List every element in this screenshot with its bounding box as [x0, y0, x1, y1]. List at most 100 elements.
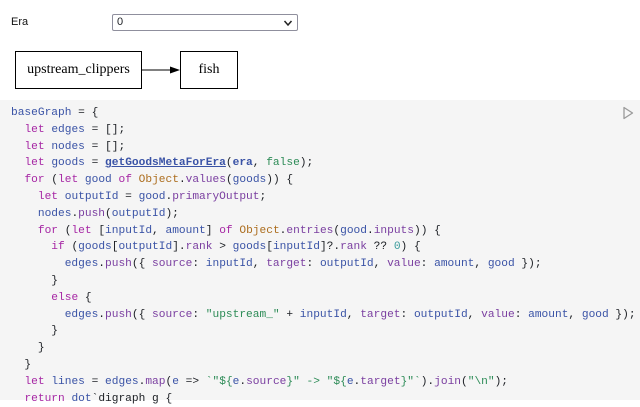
code-token [11, 124, 24, 136]
code-token: . [366, 224, 374, 237]
code-token: amount [165, 224, 206, 237]
code-token: rank [185, 241, 213, 254]
code-token [11, 174, 24, 186]
code-token: inputId [299, 308, 347, 321]
code-line: baseGraph = { [11, 105, 636, 122]
code-token [11, 157, 24, 169]
code-token: }"` [400, 375, 421, 388]
code-token: edges [64, 308, 99, 321]
code-token: , [252, 157, 267, 170]
code-token: "\n" [467, 375, 495, 388]
code-cell[interactable]: baseGraph = { let edges = []; let nodes … [0, 100, 640, 405]
code-token: . [98, 308, 106, 321]
code-token: inputId [105, 224, 153, 237]
code-token: : [420, 258, 435, 271]
code-token: e [232, 375, 240, 388]
code-token: good [581, 308, 609, 321]
code-token: for [37, 224, 59, 237]
code-token: inputId [272, 241, 320, 254]
code-token: Object [138, 174, 179, 187]
code-token: of [118, 174, 132, 187]
code-token: : [192, 308, 206, 321]
code-token: good [340, 224, 367, 237]
code-token: goods [51, 157, 85, 170]
dependency-graph: upstream_clippers fish [0, 44, 640, 100]
code-token: let [24, 140, 45, 153]
code-token [11, 376, 24, 388]
code-token: else [51, 291, 79, 304]
code-token: join [434, 375, 462, 388]
code-token [11, 258, 65, 270]
code-token [78, 174, 85, 186]
code-token: , [568, 308, 582, 321]
code-editor[interactable]: baseGraph = { let edges = []; let nodes … [11, 105, 636, 407]
code-token [132, 174, 139, 186]
code-line: } [11, 273, 636, 290]
code-token: ?? [366, 241, 394, 254]
code-token: = [118, 190, 139, 203]
code-token: . [98, 258, 106, 271]
code-token: goods [78, 241, 112, 254]
code-token: ( [461, 375, 468, 388]
code-token: e [172, 375, 179, 388]
run-cell-icon[interactable] [622, 106, 634, 120]
code-token: let [24, 157, 45, 170]
code-token: lines [51, 375, 85, 388]
code-token: goods [232, 174, 267, 187]
code-token: inputs [373, 224, 414, 237]
code-token: good [487, 258, 515, 271]
code-line: } [11, 340, 636, 357]
code-token: source [246, 375, 287, 388]
code-token: source [152, 308, 193, 321]
code-token: ({ [131, 258, 153, 271]
code-token: value [481, 308, 515, 321]
code-token: ( [333, 224, 341, 237]
code-token: , [373, 258, 388, 271]
graph-edge [142, 66, 180, 74]
code-token: false [266, 157, 300, 170]
code-token: { [78, 291, 92, 304]
code-token: amount [434, 258, 475, 271]
code-token: . [165, 190, 173, 203]
code-token: baseGraph [11, 107, 72, 119]
code-token: outputId [118, 241, 173, 254]
code-line: else { [11, 290, 636, 307]
code-token: ( [225, 157, 233, 170]
code-token: target [360, 308, 401, 321]
code-token: good [84, 174, 112, 187]
code-token: primaryOutput [172, 190, 260, 203]
graph-node-upstream-clippers: upstream_clippers [15, 51, 142, 89]
code-token: , [252, 258, 267, 271]
code-token: push [105, 258, 132, 271]
code-line: if (goods[outputId].rank > goods[inputId… [11, 239, 636, 256]
code-token: : [514, 308, 529, 321]
code-token: ); [165, 207, 179, 220]
code-token: > [212, 241, 233, 254]
code-token: outputId [319, 258, 374, 271]
code-token: target [360, 375, 401, 388]
code-token: outputId [413, 308, 468, 321]
code-token: ( [105, 207, 112, 220]
code-token: dot [71, 392, 92, 405]
code-token: rank [340, 241, 367, 254]
code-token: : [400, 308, 414, 321]
code-token: ]?. [319, 241, 341, 254]
code-token: : [306, 258, 320, 271]
code-token: ({ [131, 308, 153, 321]
code-token: source [152, 258, 193, 271]
code-token: value [387, 258, 421, 271]
code-token [11, 241, 51, 253]
code-token: , [346, 308, 361, 321]
code-token: = [84, 157, 106, 170]
era-select[interactable]: 0 [112, 14, 298, 31]
code-token: edges [51, 123, 85, 136]
code-token: outputId [111, 207, 166, 220]
code-token [11, 292, 51, 304]
code-token: ( [44, 174, 59, 187]
code-token: )) { [266, 174, 294, 187]
code-token: [ [91, 224, 106, 237]
code-line: let outputId = good.primaryOutput; [11, 189, 636, 206]
code-token: ); [494, 375, 509, 388]
chevron-down-icon [283, 20, 293, 27]
code-line: let edges = []; [11, 122, 636, 139]
